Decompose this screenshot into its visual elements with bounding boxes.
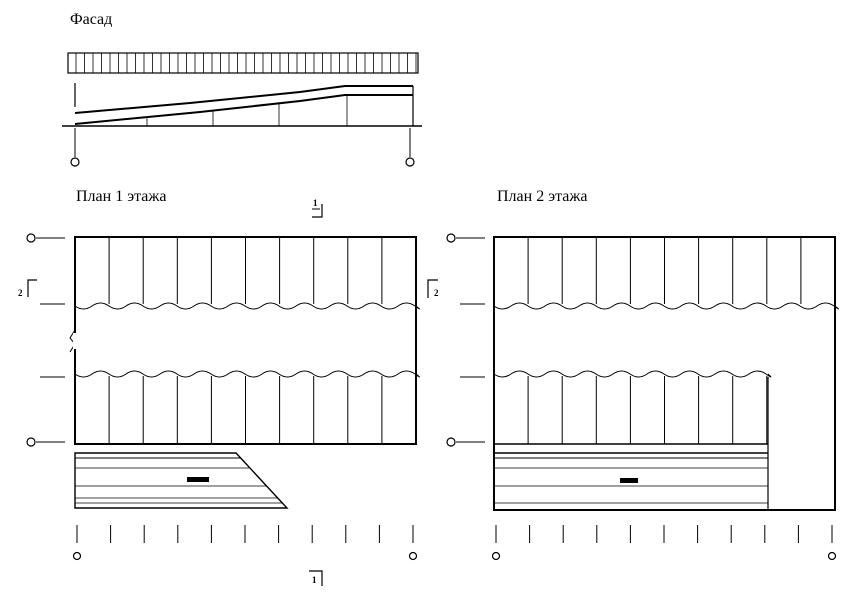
plan-1-axis-circles — [72, 551, 418, 561]
plan-2-stalls-bottom — [527, 376, 768, 444]
section-1-marker-top: 1 — [312, 198, 323, 218]
plan-2-title: План 2 этажа — [497, 188, 588, 205]
section-1-label-bottom: 1 — [312, 575, 317, 585]
plan-1-title: План 1 этажа — [76, 188, 167, 205]
plan-2-wave-bottom — [493, 370, 772, 378]
facade-roof-hatch — [75, 53, 417, 73]
plan-1-break-gap — [73, 333, 77, 349]
plan-2-stalls-top — [527, 237, 802, 304]
plan-1-break-mark — [69, 329, 76, 353]
plan-1-stalls-top — [108, 237, 383, 304]
plan-2-ramp-mark — [620, 478, 638, 483]
section-2-label-left: 2 — [18, 288, 23, 298]
facade-roof-band — [67, 52, 419, 74]
facade-ramp-upper — [74, 85, 413, 114]
facade-axis-left — [70, 128, 80, 167]
plan-1-ramp-mark — [187, 477, 209, 482]
plan-1-axis-ticks — [76, 525, 414, 543]
section-1-marker-bottom: 1 — [309, 570, 323, 586]
plan-1-wave-bottom — [74, 370, 420, 378]
section-2-label-right: 2 — [434, 288, 439, 298]
section-2-marker-left: 2 — [18, 279, 37, 298]
plan-2-axis-ticks — [495, 525, 833, 543]
facade-title: Фасад — [70, 11, 112, 28]
plan-1-axes-left — [26, 233, 65, 447]
plan-2-ramp — [494, 452, 768, 504]
plan-2-axis-circles — [491, 551, 837, 561]
plan-1-stalls-bottom — [108, 376, 383, 444]
facade-bay-ticks — [146, 96, 348, 126]
plan-1-wave-top — [74, 302, 420, 310]
section-2-marker-right: 2 — [427, 279, 439, 298]
plan-2-view: План 2 этажа 2 — [427, 188, 839, 561]
plan-1-view: План 1 этажа 1 — [18, 188, 420, 586]
plan-2-axes-left — [446, 233, 485, 447]
section-1-label-top: 1 — [313, 198, 318, 208]
facade-view: Фасад — [62, 11, 422, 167]
facade-ramp-lower — [74, 94, 413, 125]
plan-1-ramp — [74, 452, 289, 509]
plan-2-wave-top — [493, 302, 839, 310]
facade-axis-right — [405, 128, 415, 167]
